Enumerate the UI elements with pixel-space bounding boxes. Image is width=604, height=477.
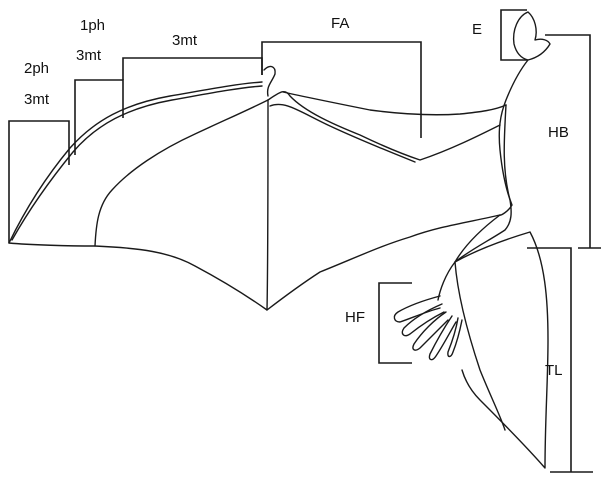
ear-outline <box>514 12 550 60</box>
forearm-upper <box>283 92 506 115</box>
tail-membrane-edge <box>455 232 548 468</box>
bracket-forearm <box>262 42 421 138</box>
head-outline <box>499 60 528 215</box>
tail-membrane <box>438 215 548 468</box>
label-hindfoot: HF <box>345 310 365 325</box>
label-tail: TL <box>545 363 563 378</box>
label-head-body: HB <box>548 125 569 140</box>
label-3mt-top: 3mt <box>172 33 197 48</box>
label-3mt-mid: 3mt <box>76 48 101 63</box>
bracket-3mt-top <box>123 58 262 80</box>
wing-leading-edge-inner <box>12 86 262 240</box>
bracket-hindfoot <box>379 283 412 363</box>
thumb <box>264 67 275 96</box>
label-2ph: 2ph <box>24 61 49 76</box>
finger-bone-fourth <box>267 100 268 310</box>
hindfoot <box>394 296 462 360</box>
wing-trailing-edge <box>9 215 500 310</box>
label-ear: E <box>472 22 482 37</box>
measurement-brackets <box>9 10 601 472</box>
finger-bone-third <box>95 100 268 246</box>
label-forearm: FA <box>331 16 349 31</box>
wing-membrane <box>9 67 506 310</box>
bracket-head-body <box>545 35 601 248</box>
label-3mt-left: 3mt <box>24 92 49 107</box>
body-back <box>455 105 511 262</box>
label-1ph: 1ph <box>80 18 105 33</box>
tail-bone <box>455 262 505 430</box>
leg-bone <box>438 215 500 300</box>
bracket-tail <box>527 248 593 472</box>
head-body <box>455 12 550 262</box>
